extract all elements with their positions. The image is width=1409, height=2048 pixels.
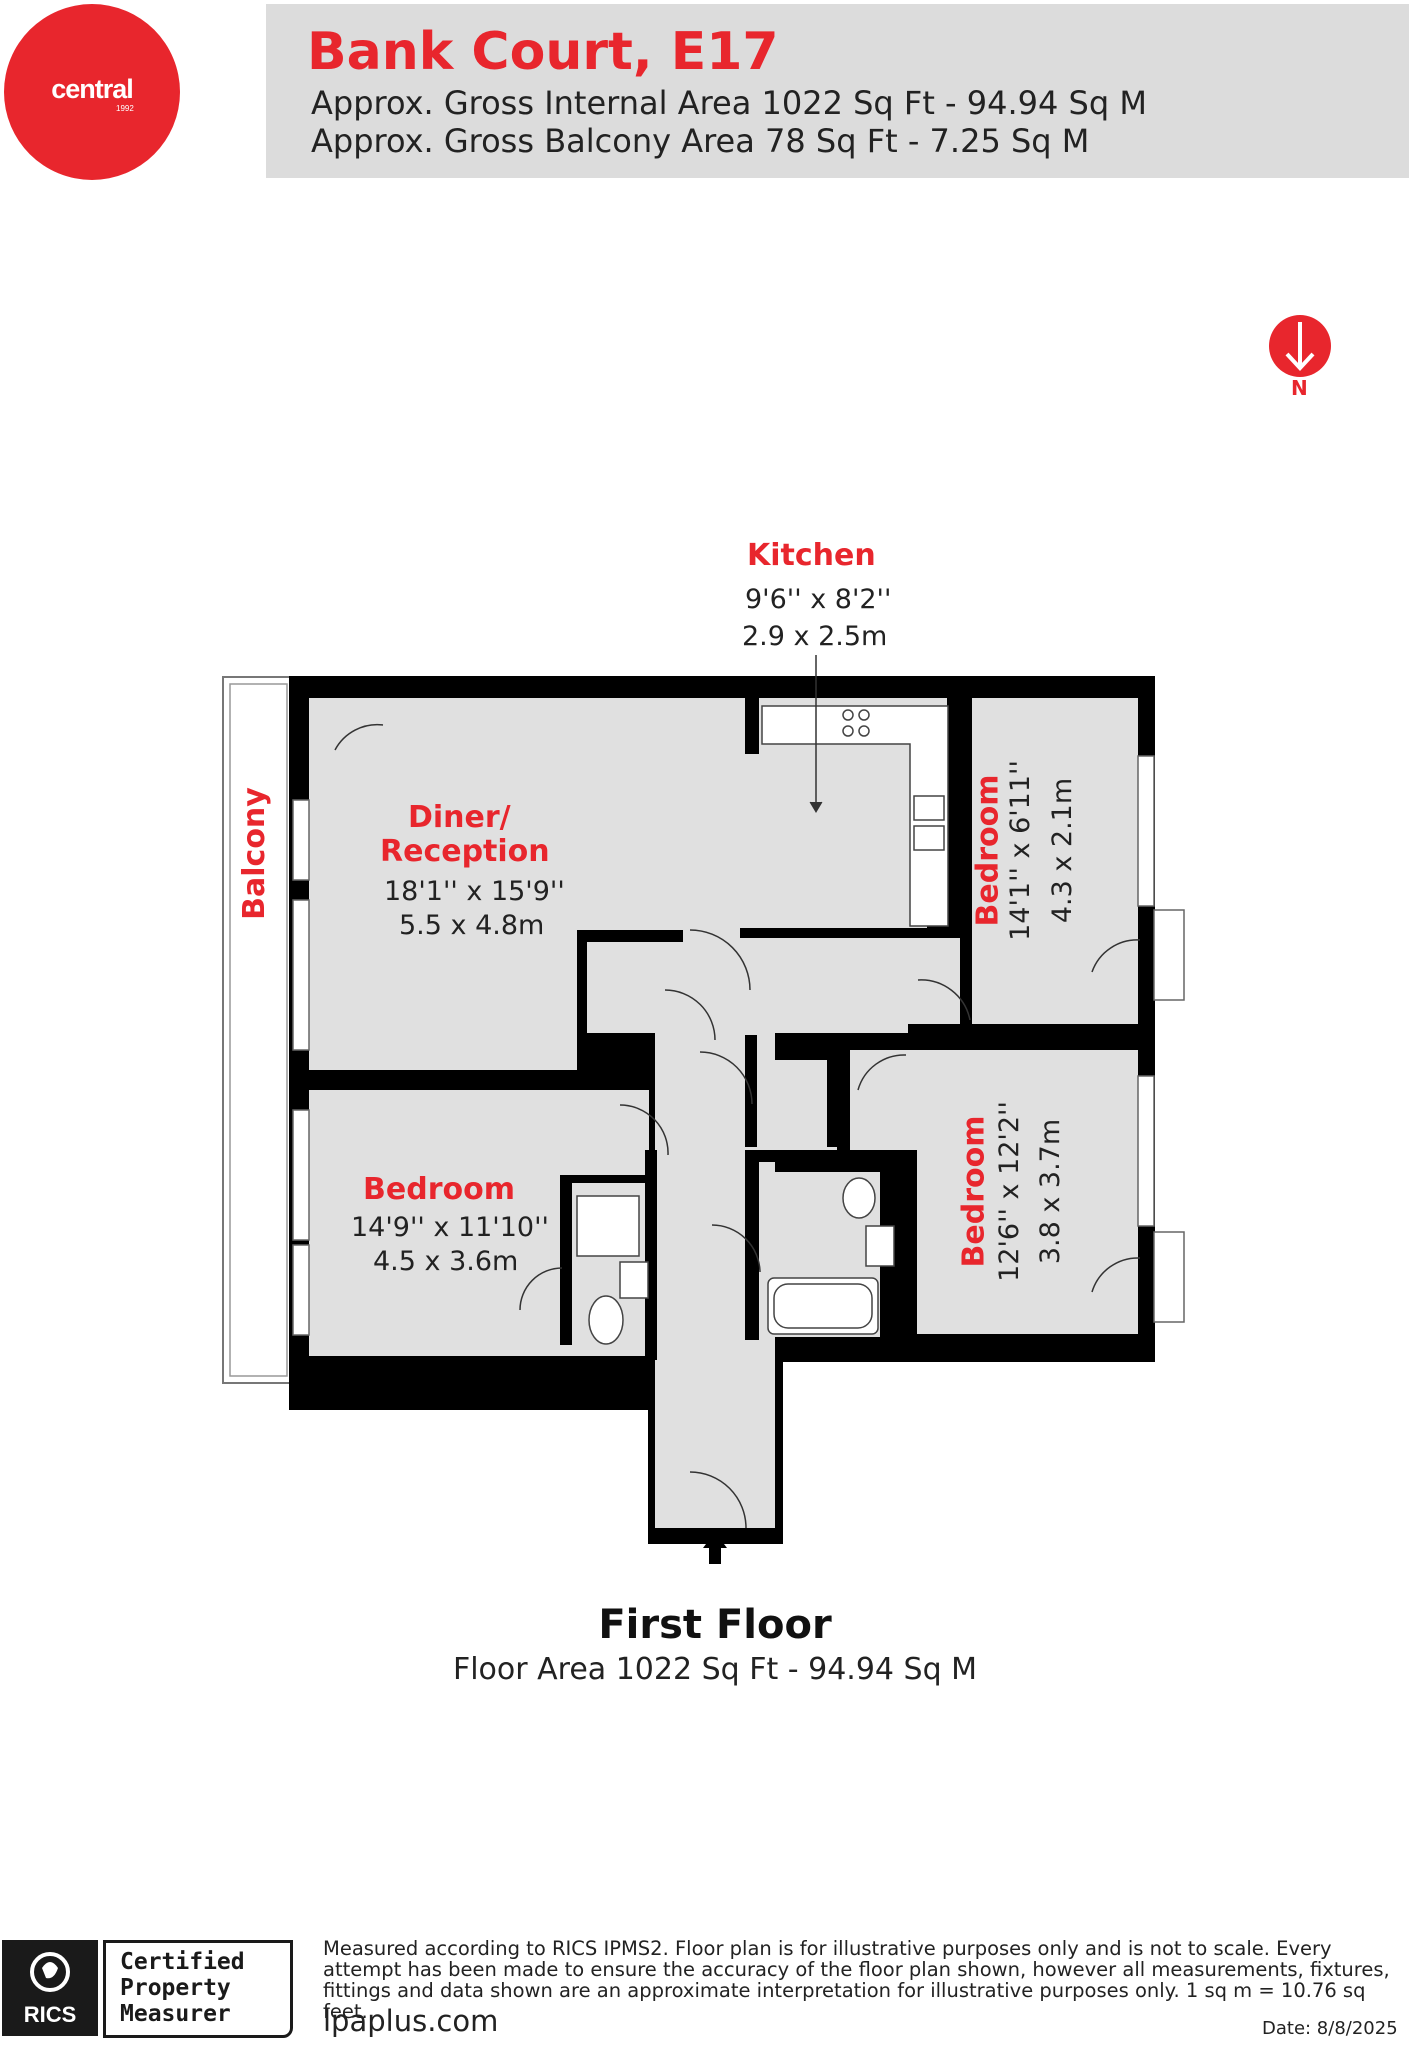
kitchen-dim-metric: 2.9 x 2.5m — [742, 621, 888, 652]
kitchen-counters — [761, 705, 949, 927]
rics-text: RICS — [23, 2002, 77, 2027]
balcony-label-text: Balcony — [236, 787, 272, 920]
gross-balcony-area: Approx. Gross Balcony Area 78 Sq Ft - 7.… — [311, 122, 1090, 160]
rics-logo: RICS — [2, 1940, 98, 2036]
logo-year: 1992 — [116, 104, 134, 113]
north-arrow-icon — [1269, 315, 1331, 377]
bedroom-top-right-name-text: Bedroom — [970, 774, 1006, 927]
bedroom-left-name: Bedroom — [363, 1172, 515, 1207]
floor-title: First Floor — [598, 1602, 832, 1648]
kitchen-name: Kitchen — [747, 538, 876, 573]
bedroom-left-dim-imperial: 14'9'' x 11'10'' — [351, 1212, 549, 1243]
bedroom-top-right-dim-metric-text: 4.3 x 2.1m — [1047, 777, 1079, 924]
cert-line-2: Property — [120, 1975, 231, 2001]
bedroom-top-right-dim-imperial-text: 14'1'' x 6'11'' — [1004, 760, 1036, 941]
bathroom-fixtures — [576, 1177, 895, 1345]
balcony-area — [222, 676, 295, 1384]
website-link[interactable]: lpaplus.com — [323, 2004, 499, 2038]
lion-icon — [30, 1952, 70, 1992]
disclaimer-text: Measured according to RICS IPMS2. Floor … — [323, 1937, 1390, 2023]
bedroom-bottom-right-dim-imperial-text: 12'6'' x 12'2'' — [993, 1101, 1025, 1282]
kitchen-dim-imperial: 9'6'' x 8'2'' — [745, 584, 892, 615]
bedroom-bottom-right-dim-metric-text: 3.8 x 3.7m — [1035, 1118, 1067, 1265]
bedroom-bottom-right-name-text: Bedroom — [956, 1115, 992, 1268]
gross-internal-area: Approx. Gross Internal Area 1022 Sq Ft -… — [311, 84, 1147, 122]
property-title: Bank Court, E17 — [307, 22, 779, 82]
entrance-arrow-icon — [703, 1532, 727, 1564]
diner-name-line1: Diner/ — [408, 800, 511, 835]
doors — [334, 723, 1141, 1529]
plan-date: Date: 8/8/2025 — [1262, 2018, 1398, 2039]
company-logo: central 1992 — [4, 4, 180, 180]
cert-line-3: Measurer — [120, 2001, 231, 2027]
compass-label: N — [1291, 376, 1308, 400]
certified-measurer-badge: Certified Property Measurer — [103, 1940, 293, 2038]
bedroom-left-dim-metric: 4.5 x 3.6m — [373, 1246, 519, 1277]
diner-dim-imperial: 18'1'' x 15'9'' — [384, 876, 565, 907]
diner-name-line2: Reception — [380, 834, 550, 869]
windows — [292, 755, 1185, 1336]
diner-dim-metric: 5.5 x 4.8m — [399, 910, 545, 941]
header-banner — [266, 4, 1409, 178]
logo-text: central — [51, 74, 134, 104]
cert-line-1: Certified — [120, 1949, 245, 1975]
floor-area: Floor Area 1022 Sq Ft - 94.94 Sq M — [452, 1652, 978, 1687]
